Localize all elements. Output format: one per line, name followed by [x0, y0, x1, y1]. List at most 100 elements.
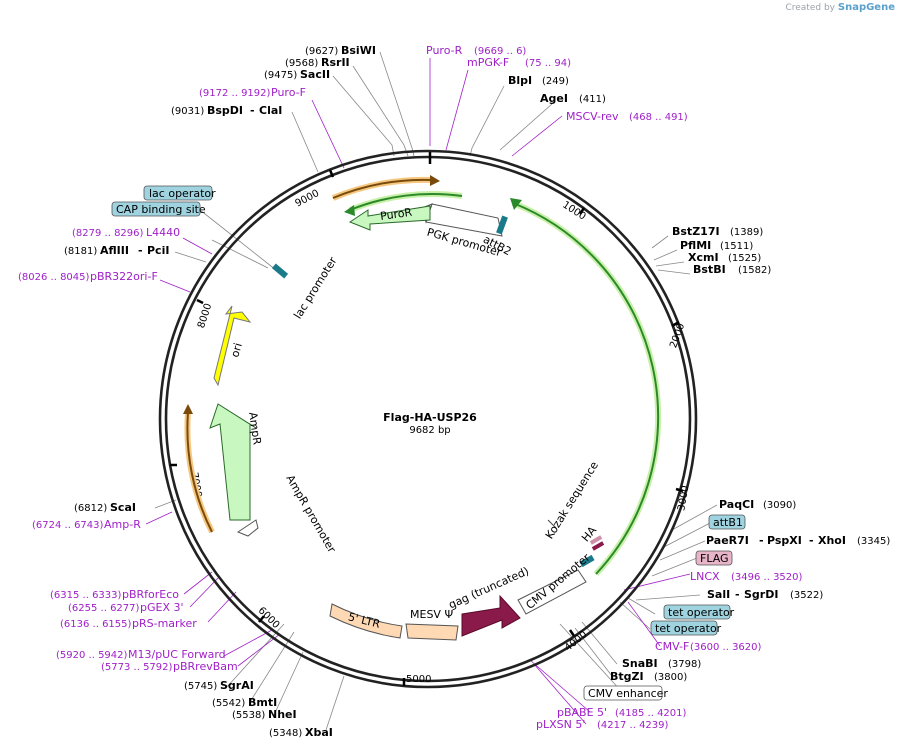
- ampr-arrow: [209, 403, 257, 521]
- afliii-name: AflIII: [100, 244, 129, 257]
- cap-binding-text: CAP binding site: [116, 203, 206, 216]
- snapgene-credit: Created by SnapGene: [785, 2, 895, 13]
- tick-label-1000: 1000: [560, 200, 587, 223]
- mscv-rev-name: MSCV-rev: [566, 110, 619, 123]
- tick-label-3000: 3000: [676, 485, 691, 512]
- attb1-text: attB1: [713, 516, 743, 529]
- mpgk-f-pos: (75 .. 94): [525, 58, 571, 69]
- xcmi-pos: (1525): [728, 253, 761, 264]
- ampr-promoter: [236, 519, 259, 537]
- cmv-f-pos: (3600 .. 3620): [690, 642, 762, 653]
- prs-marker-pos: (6136 .. 6155): [60, 619, 132, 630]
- paer7i-pos: (3345): [857, 536, 890, 547]
- tick-label-8000: 8000: [196, 302, 214, 330]
- ampr-promoter-label: AmpR promoter: [283, 473, 338, 556]
- amp-r-name: Amp-R: [104, 518, 141, 531]
- primer-lines: [145, 58, 691, 725]
- flag-text: FLAG: [700, 552, 729, 565]
- pbrforeco-pos: (6315 .. 6333): [50, 590, 122, 601]
- snabi-pos: (3798): [668, 659, 701, 670]
- lac-operator-site: [271, 263, 289, 279]
- gag-truncated-arrow: [461, 594, 521, 637]
- tet-operator-box-1: tet operator: [663, 604, 735, 620]
- puro-top-arrow-head: [344, 205, 355, 216]
- lncx-name: LNCX: [690, 570, 720, 583]
- l4440-pos: (8279 .. 8296): [72, 228, 144, 239]
- tet-operator-text-1: tet operator: [668, 606, 735, 619]
- mpgk-f-name: mPGK-F: [467, 56, 509, 69]
- puro-r-name: Puro-R: [426, 44, 463, 57]
- cmv-promoter: [517, 569, 587, 615]
- pbabe-name: pBABE 5': [557, 706, 607, 719]
- ori-label: ori: [228, 341, 244, 358]
- puror-arrow: [348, 205, 431, 231]
- btgzi-name: BtgZI: [610, 670, 644, 683]
- nhei-name: NheI: [268, 708, 297, 721]
- rsrii-name: RsrII: [321, 56, 350, 69]
- mesv-psi-feature: [405, 623, 459, 641]
- mesv-label: MESV Ψ: [410, 608, 453, 621]
- flag-box: FLAG: [695, 550, 733, 566]
- bsiwi-name: BsiWI: [341, 44, 376, 57]
- tet-operator-text-2: tet operator: [655, 622, 722, 635]
- blpi-pos: (249): [542, 76, 569, 87]
- pspxi-name: PspXI: [767, 534, 802, 547]
- bspdi-name: BspDI: [207, 104, 243, 117]
- snapgene-brand: SnapGene: [837, 2, 895, 13]
- attb1-box: attB1: [708, 514, 746, 530]
- bstbi-pos: (1582): [738, 265, 771, 276]
- bsiwi-pos: (9627): [305, 46, 338, 57]
- clai-sep: -: [250, 104, 255, 117]
- pgex-name: pGEX 3': [140, 601, 184, 614]
- cmv-f-name: CMV-F: [655, 640, 689, 653]
- sgrai-name: SgrAI: [220, 679, 254, 692]
- snabi-name: SnaBI: [622, 657, 658, 670]
- btgzi-pos: (3800): [654, 672, 687, 683]
- lac-promoter-label: lac promoter: [291, 254, 340, 321]
- lncx-pos: (3496 .. 3520): [731, 572, 803, 583]
- puror-label: PuroR: [379, 206, 413, 223]
- pbabe-pos: (4185 .. 4201): [615, 708, 687, 719]
- xbai-pos: (5348): [269, 728, 302, 739]
- pbrrevbam-pos: (5773 .. 5792): [101, 662, 173, 673]
- bstz17i-pos: (1389): [730, 227, 763, 238]
- credit-prefix: Created by: [785, 3, 835, 13]
- pbr322ori-name: pBR322ori-F: [90, 270, 158, 283]
- m13-name: M13/pUC Forward: [128, 648, 226, 661]
- paqci-pos: (3090): [763, 500, 796, 511]
- sacii-pos: (9475): [264, 70, 297, 81]
- afliii-pos: (8181): [64, 246, 97, 257]
- mscv-rev-pos: (468 .. 491): [629, 112, 688, 123]
- puro-f-pos: (9172 .. 9192): [199, 88, 271, 99]
- cmv-site: [579, 554, 595, 568]
- m13-pos: (5920 .. 5942): [56, 650, 128, 661]
- plasmid-length: 9682 bp: [409, 425, 450, 436]
- clai-name: ClaI: [259, 104, 282, 117]
- xbai-name: XbaI: [305, 726, 333, 739]
- paer7i-name: PaeR7I: [706, 534, 749, 547]
- tick-marks: [170, 169, 684, 686]
- usp26-arc: [512, 202, 660, 575]
- tet-operator-box-2: tet operator: [650, 620, 722, 636]
- puro-primer-arc: [332, 178, 433, 199]
- pflmi-pos: (1511): [720, 241, 753, 252]
- puro-f-name: Puro-F: [271, 86, 306, 99]
- xhoi-sep: -: [809, 534, 814, 547]
- amp-r-pos: (6724 .. 6743): [32, 520, 104, 531]
- scai-pos: (6812): [74, 503, 107, 514]
- lac-operator-text: lac operator: [149, 187, 216, 200]
- blpi-name: BlpI: [508, 74, 532, 87]
- kozak-mark: [547, 519, 557, 529]
- rsrii-pos: (9568): [285, 58, 318, 69]
- scai-name: ScaI: [110, 501, 136, 514]
- paqci-name: PaqCI: [719, 498, 754, 511]
- nhei-pos: (5538): [232, 710, 265, 721]
- agei-pos: (411): [579, 94, 606, 105]
- sacii-name: SacII: [300, 68, 330, 81]
- pbr322ori-pos: (8026 .. 8045): [18, 272, 90, 283]
- backbone: [158, 149, 698, 689]
- leader-lines: [154, 51, 718, 731]
- lac-operator-box: lac operator: [143, 185, 216, 201]
- xcmi-name: XcmI: [688, 251, 719, 264]
